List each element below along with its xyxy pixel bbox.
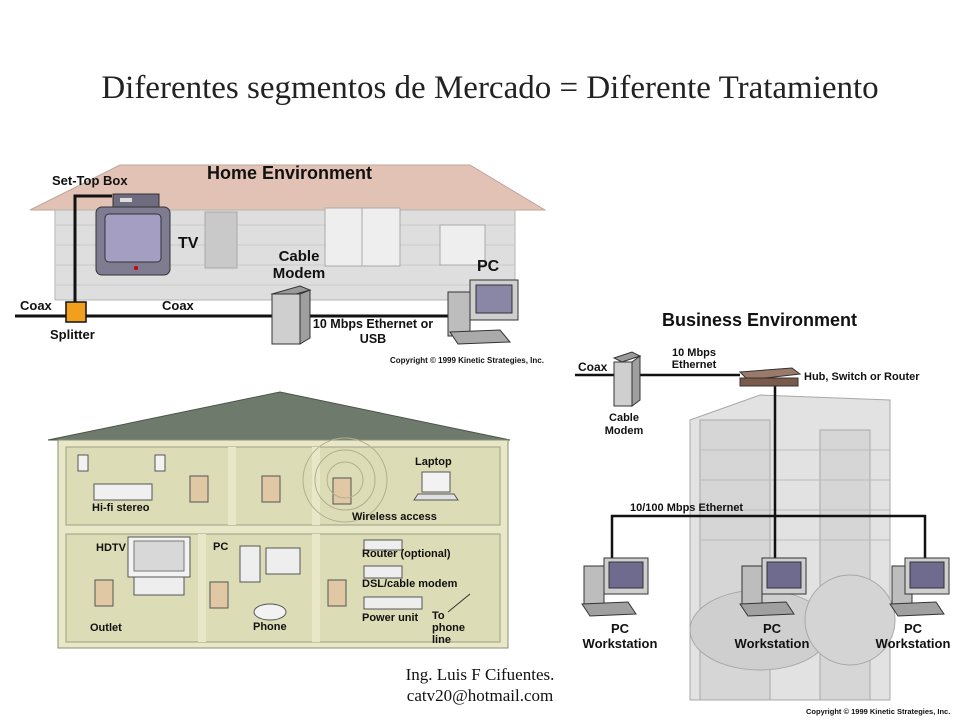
footer: Ing. Luis F Cifuentes. catv20@hotmail.co… [360,664,600,706]
business-building-illustration [689,394,896,701]
workstation-illustration-3 [889,557,950,617]
business-cable-modem-label: Cable Modem [604,412,644,437]
ethernet-100-label: 10/100 Mbps Ethernet [630,502,744,514]
set-top-box-label: Set-Top Box [52,173,128,188]
business-cable-modem-illustration [612,351,642,407]
splitter-label: Splitter [50,327,95,342]
home-cable-modem-label: Cable Modem [272,248,326,282]
home-coax-line [15,194,450,318]
workstation-illustration-2 [739,557,807,617]
business-ethernet-10-label: 10 Mbps Ethernet [671,347,717,371]
hifi-label: Hi-fi stereo [92,502,150,514]
cutaway-pc-label: PC [213,541,229,553]
workstation-label-3: PC Workstation [875,621,951,651]
home-environment-heading: Home Environment [207,163,373,183]
business-environment-heading: Business Environment [662,310,858,330]
wireless-label: Wireless access [352,511,437,523]
hub-illustration [738,367,802,387]
dsl-label: DSL/cable modem [362,578,458,590]
home-copyright: Copyright © 1999 Kinetic Strategies, Inc… [390,356,544,365]
phone-label: Phone [253,621,287,633]
home-pc-illustration [447,279,519,345]
footer-name: Ing. Luis F Cifuentes. [405,665,555,684]
cutaway-house-illustration [47,391,511,649]
coax-right-label: Coax [162,298,194,313]
hub-label: Hub, Switch or Router [804,371,920,383]
footer-email: catv20@hotmail.com [406,686,554,705]
workstation-label-2: PC Workstation [734,621,810,651]
to-phone-line-label: To phone line [432,610,465,646]
set-top-box-illustration [112,193,160,208]
tv-label: TV [178,235,199,252]
hdtv-label: HDTV [96,542,126,554]
splitter-box [65,301,87,323]
cable-modem-illustration [270,285,312,345]
home-ethernet-label: 10 Mbps Ethernet or USB [312,317,434,346]
home-pc-label: PC [477,258,500,275]
business-coax-label: Coax [578,360,608,374]
tv-illustration [95,206,171,276]
laptop-label: Laptop [415,456,452,468]
power-unit-label: Power unit [362,612,419,624]
router-label: Router (optional) [362,548,451,560]
workstation-illustration-1 [581,557,649,617]
business-copyright: Copyright © 1999 Kinetic Strategies, Inc… [806,707,951,716]
workstation-label-1: PC Workstation [582,621,658,651]
outlet-label: Outlet [90,622,122,634]
slide-title: Diferentes segmentos de Mercado = Difere… [101,70,879,106]
coax-left-label: Coax [20,298,52,313]
